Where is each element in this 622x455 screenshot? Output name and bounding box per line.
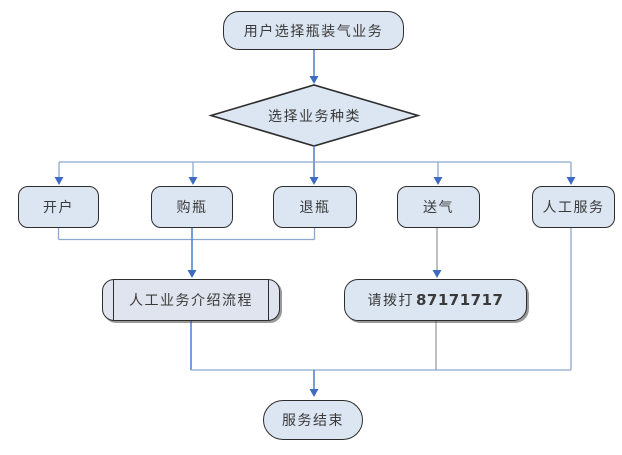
- node-open-account: 开户: [18, 186, 99, 228]
- arrowhead-manual-service: [566, 177, 576, 185]
- predefined-process-bar-right: [268, 280, 269, 320]
- node-manual-service-label: 人工服务: [542, 200, 605, 216]
- node-manual-intro-label: 人工业务介绍流程: [129, 293, 253, 309]
- start-node: 用户选择瓶装气业务: [223, 11, 404, 50]
- arrowhead-gas-delivery: [433, 177, 443, 185]
- arrowhead-call: [432, 270, 442, 278]
- predefined-process-bar-left: [113, 280, 114, 320]
- phone-number: 87171717: [416, 291, 504, 309]
- arrowhead-open-account: [54, 177, 64, 185]
- end-node: 服务结束: [263, 400, 363, 440]
- end-node-label: 服务结束: [282, 413, 344, 429]
- node-manual-intro-process: 人工业务介绍流程: [102, 279, 280, 321]
- node-buy-bottle-label: 购瓶: [176, 200, 208, 216]
- arrowhead-into-decision: [309, 76, 319, 84]
- start-node-label: 用户选择瓶装气业务: [243, 23, 384, 40]
- arrowhead-manual-intro: [187, 270, 197, 278]
- arrowhead-end: [309, 389, 319, 397]
- decision-node: 选择业务种类: [211, 85, 418, 146]
- node-return-bottle-label: 退瓶: [299, 200, 331, 216]
- arrowhead-buy-bottle: [188, 177, 198, 185]
- node-gas-delivery: 送气: [397, 186, 480, 228]
- node-call-number: 请拨打 87171717: [344, 279, 527, 321]
- node-manual-service: 人工服务: [532, 186, 615, 228]
- node-return-bottle: 退瓶: [273, 186, 357, 228]
- arrowhead-return-bottle: [309, 177, 319, 185]
- decision-node-label: 选择业务种类: [268, 108, 361, 125]
- node-open-account-label: 开户: [43, 200, 74, 216]
- decision-diamond-shape: [208, 84, 421, 147]
- call-prefix-label: 请拨打: [367, 293, 414, 309]
- node-gas-delivery-label: 送气: [423, 200, 454, 216]
- node-buy-bottle: 购瓶: [151, 186, 233, 228]
